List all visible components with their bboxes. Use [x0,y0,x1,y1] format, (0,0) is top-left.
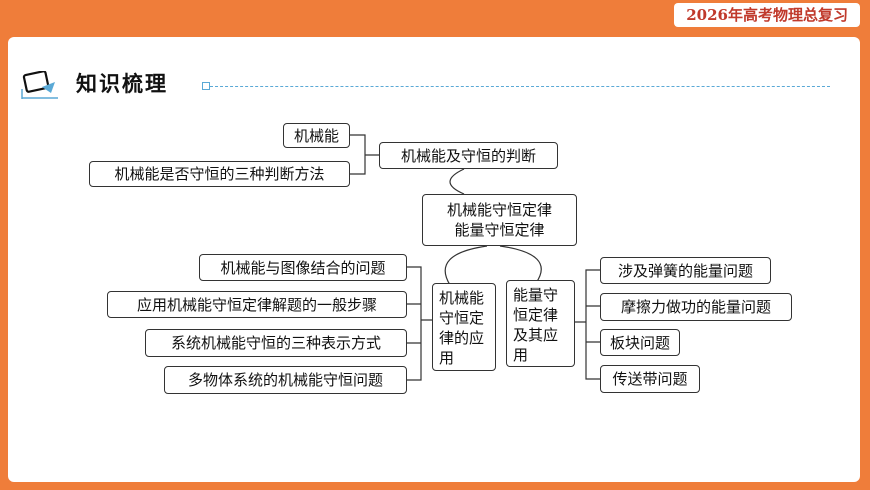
node-conservation-criteria: 机械能是否守恒的三种判断方法 [89,161,350,187]
connector-center-left [444,245,488,286]
node-right-item-4: 传送带问题 [600,365,700,393]
section-divider [210,86,830,87]
node-right-item-1: 涉及弹簧的能量问题 [600,257,771,284]
node-root: 机械能及守恒的判断 [379,142,558,169]
monitor-icon [21,71,58,99]
divider-marker [202,82,210,90]
connector-right-items [575,269,600,380]
connector-left-items [407,266,432,381]
course-badge: 2026年高考物理总复习 [674,3,860,27]
connector-root-center [449,168,465,195]
node-mechanical-energy: 机械能 [283,123,350,148]
node-right-hub: 能量守恒定律及其应用 [506,280,575,367]
node-left-item-4: 多物体系统的机械能守恒问题 [164,366,407,394]
connector-root-children [350,134,379,175]
node-center: 机械能守恒定律 能量守恒定律 [422,194,577,246]
node-left-item-2: 应用机械能守恒定律解题的一般步骤 [107,291,407,318]
node-left-item-3: 系统机械能守恒的三种表示方式 [145,329,407,357]
node-right-item-2: 摩擦力做功的能量问题 [600,293,792,321]
node-left-hub: 机械能守恒定律的应用 [432,283,496,371]
node-right-item-3: 板块问题 [600,329,680,356]
connector-center-right [499,245,542,284]
node-left-item-1: 机械能与图像结合的问题 [199,254,407,281]
section-title: 知识梳理 [76,72,168,96]
